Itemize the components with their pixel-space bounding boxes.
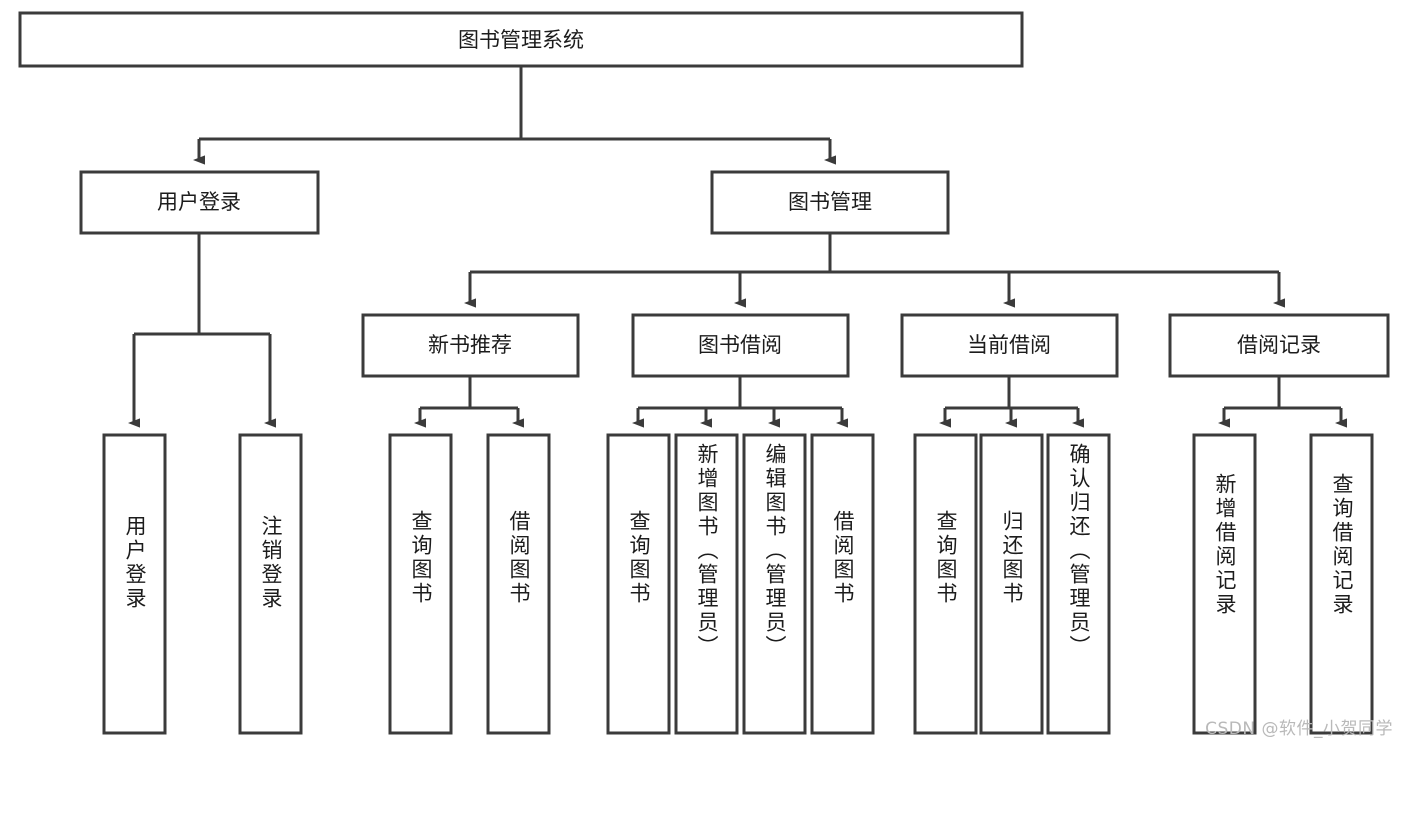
node-borrow-record-label: 借阅记录 <box>1237 333 1321 357</box>
node-current-borrow-box <box>900 313 1119 378</box>
node-book-manage-label: 图书管理 <box>788 190 872 214</box>
node-book-manage[interactable]: 图书管理 <box>710 170 950 235</box>
node-user-login[interactable]: 用户登录 <box>79 170 320 235</box>
node-book-manage-box <box>710 170 950 235</box>
leaf-return-book-box[interactable] <box>979 433 1044 735</box>
node-root-label: 图书管理系统 <box>458 28 584 52</box>
leaf-borrow-book-1-box[interactable] <box>486 433 551 735</box>
leaf-query-book-3-box[interactable] <box>913 433 978 735</box>
node-root-box <box>18 11 1024 68</box>
functional-structure-diagram: 图书管理系统 用户登录 图书管理 新书推荐 图书借阅 当前借阅 借阅记录 <box>18 11 1393 739</box>
leaf-query-record-box[interactable] <box>1309 433 1374 735</box>
leaf-add-record-box[interactable] <box>1192 433 1257 735</box>
node-book-borrow-box <box>631 313 850 378</box>
node-current-borrow-label: 当前借阅 <box>967 333 1051 357</box>
leaf-add-book-box[interactable] <box>674 433 739 735</box>
leaf-borrow-book-2-box[interactable] <box>810 433 875 735</box>
leaf-query-book-2-box[interactable] <box>606 433 671 735</box>
node-user-login-label: 用户登录 <box>157 190 241 214</box>
node-book-borrow-label: 图书借阅 <box>698 333 782 357</box>
leaf-user-logout-box[interactable] <box>238 433 303 735</box>
node-new-book-recommend[interactable]: 新书推荐 <box>361 313 580 378</box>
node-borrow-record[interactable]: 借阅记录 <box>1168 313 1390 378</box>
leaf-confirm-return-box[interactable] <box>1046 433 1111 735</box>
node-book-borrow[interactable]: 图书借阅 <box>631 313 850 378</box>
node-current-borrow[interactable]: 当前借阅 <box>900 313 1119 378</box>
node-borrow-record-box <box>1168 313 1390 378</box>
node-new-book-recommend-label: 新书推荐 <box>428 333 512 357</box>
leaf-user-login-box[interactable] <box>102 433 167 735</box>
leaf-edit-book-box[interactable] <box>742 433 807 735</box>
node-new-book-recommend-box <box>361 313 580 378</box>
leaf-box-layer <box>102 433 1374 735</box>
connector-layer <box>128 66 1347 428</box>
node-user-login-box <box>79 170 320 235</box>
node-root[interactable]: 图书管理系统 <box>18 11 1024 68</box>
leaf-query-book-1-box[interactable] <box>388 433 453 735</box>
watermark-text: CSDN @软件_小贺同学 <box>1205 719 1393 739</box>
